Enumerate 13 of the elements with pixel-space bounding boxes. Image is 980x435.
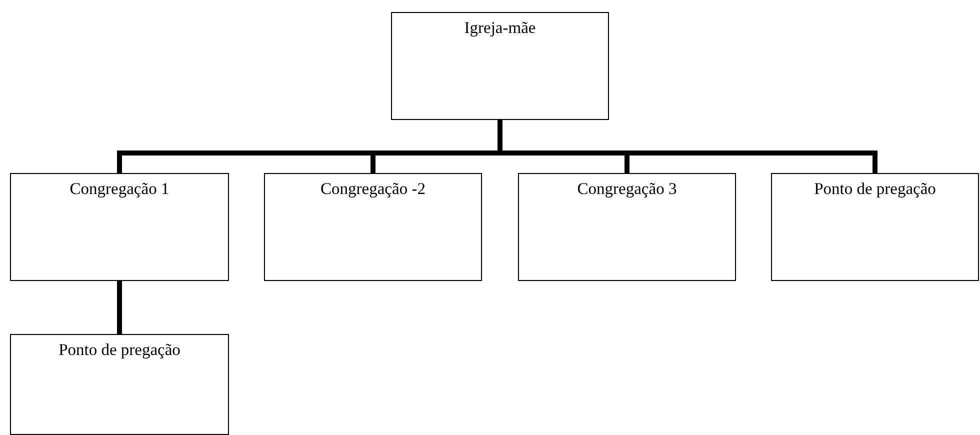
- box-label: Congregação -2: [320, 179, 426, 198]
- box-label: Congregação 3: [577, 179, 677, 198]
- org-box: [518, 173, 736, 281]
- org-box: [391, 12, 609, 120]
- box-label: Ponto de pregação: [58, 340, 180, 359]
- org-box: [10, 334, 229, 435]
- box-label: Ponto de pregação: [814, 179, 936, 198]
- org-box: [264, 173, 482, 281]
- connector-line: [117, 281, 122, 334]
- org-box: [10, 173, 229, 281]
- org-box: [771, 173, 979, 281]
- box-label: Igreja-mãe: [464, 18, 536, 37]
- box-label: Congregação 1: [70, 179, 170, 198]
